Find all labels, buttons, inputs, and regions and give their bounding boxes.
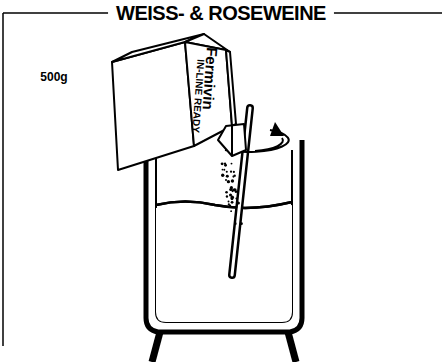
powder-grain [233,171,235,173]
powder-grain [226,195,228,197]
powder-grain [231,196,234,199]
powder-grain [225,179,227,181]
powder-grain [222,169,224,171]
title: WEISS- & ROSEWEINE [116,3,326,23]
powder-grain [231,163,233,165]
powder-grain [237,201,240,204]
powder-grain [230,171,232,173]
yeast-package [112,34,246,170]
powder-grain [231,201,234,204]
powder-grain [233,174,235,176]
powder-grain [226,175,229,178]
powder-grain [231,179,234,182]
powder-grain [235,197,237,199]
powder-grain [221,162,224,165]
frame-line [334,12,442,14]
frame-line [3,12,108,14]
tank [146,140,302,362]
powder-grain [225,191,228,194]
powder-grain [233,188,236,191]
powder-grain [224,162,226,164]
powder-grain [229,204,232,207]
powder-grain [235,206,237,208]
weight-label: 500g [40,71,67,83]
frame-line [2,13,4,346]
powder-grain [226,171,228,173]
powder-grain [229,188,232,191]
powder-grain [221,174,224,177]
powder-grain [223,169,225,171]
powder-grain [234,222,237,225]
powder-grain [227,180,230,183]
powder-grain [228,201,230,203]
powder-grain [240,222,243,225]
powder-grain [230,210,232,212]
powder-grains [221,162,243,225]
